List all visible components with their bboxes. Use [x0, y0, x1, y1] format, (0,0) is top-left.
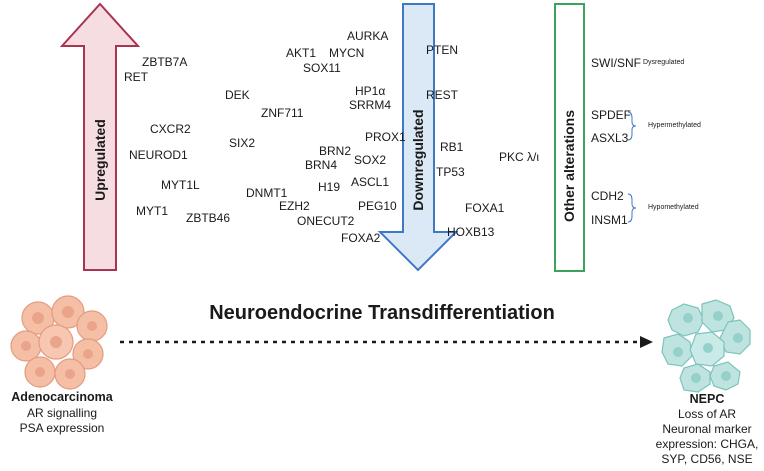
hypermethylated-bracket — [627, 111, 637, 141]
gene-spdef: SPDEF — [591, 108, 632, 122]
gene-brn2: BRN2 — [319, 144, 352, 158]
hypomethylated-bracket — [627, 193, 637, 223]
gene-dek: DEK — [225, 88, 250, 102]
gene-cdh2: CDH2 — [591, 189, 624, 203]
gene-zbtb7a: ZBTB7A — [142, 55, 188, 69]
gene-prox1: PROX1 — [365, 130, 406, 144]
downregulated-label: Downregulated — [410, 109, 426, 211]
gene-insm1: INSM1 — [591, 213, 628, 227]
upregulated-label: Upregulated — [92, 119, 108, 201]
other-alterations-box — [554, 3, 585, 272]
other-alterations-label: Other alterations — [561, 109, 577, 223]
gene-myt1: MYT1 — [136, 204, 169, 218]
gene-zbtb46: ZBTB46 — [186, 211, 231, 225]
gene-neurod1: NEUROD1 — [129, 148, 188, 162]
gene-six2: SIX2 — [229, 136, 256, 150]
adenocarcinoma-line-2: PSA expression — [19, 421, 105, 435]
gene-h19: H19 — [318, 180, 341, 194]
gene-srrm4: SRRM4 — [349, 98, 392, 112]
gene-pkc: PKC λ/ι — [499, 150, 540, 164]
adenocarcinoma-title: Adenocarcinoma — [11, 390, 113, 404]
gene-asxl3: ASXL3 — [591, 131, 629, 145]
gene-ascl1: ASCL1 — [351, 175, 390, 189]
gene-aurka: AURKA — [347, 29, 389, 43]
gene-foxa1: FOXA1 — [465, 201, 505, 215]
gene-rb1: RB1 — [440, 140, 464, 154]
adenocarcinoma-cells-icon — [10, 295, 108, 390]
gene-tp53: TP53 — [436, 165, 465, 179]
gene-foxa2: FOXA2 — [341, 231, 381, 245]
process-title: Neuroendocrine Transdifferentiation — [209, 302, 555, 324]
gene-rest: REST — [426, 88, 459, 102]
transition-arrow-head — [640, 336, 653, 348]
gene-myt1l: MYT1L — [161, 178, 200, 192]
nepc-line-2: Neuronal marker — [662, 422, 752, 436]
gene-onecut2: ONECUT2 — [297, 214, 355, 228]
gene-peg10: PEG10 — [358, 199, 397, 213]
gene-znf711: ZNF711 — [261, 106, 304, 120]
gene-pten: PTEN — [426, 43, 459, 57]
gene-hoxb13: HOXB13 — [447, 225, 495, 239]
hypomethylated-label: Hypomethylated — [648, 204, 699, 211]
downregulated-arrow — [377, 3, 459, 272]
nepc-title: NEPC — [689, 392, 725, 406]
gene-hp1a: HP1α — [355, 84, 386, 98]
adenocarcinoma-line-1: AR signalling — [26, 406, 98, 420]
gene-akt1: AKT1 — [286, 46, 317, 60]
nepc-line-3: expression: CHGA, — [655, 437, 759, 451]
nepc-line-1: Loss of AR — [677, 407, 737, 421]
gene-sox11: SOX11 — [303, 61, 341, 75]
gene-mycn: MYCN — [329, 46, 365, 60]
gene-swi-snf: SWI/SNF — [591, 56, 641, 70]
dysregulated-label: Dysregulated — [643, 59, 685, 66]
gene-cxcr2: CXCR2 — [150, 122, 191, 136]
gene-ret: RET — [124, 70, 148, 84]
gene-brn4: BRN4 — [305, 158, 338, 172]
hypermethylated-label: Hypermethylated — [648, 122, 701, 129]
gene-ezh2: EZH2 — [279, 199, 310, 213]
nepc-cells-icon — [661, 299, 751, 393]
nepc-line-4: SYP, CD56, NSE — [661, 452, 753, 466]
upregulated-arrow — [59, 2, 141, 271]
gene-dnmt1: DNMT1 — [246, 186, 288, 200]
gene-sox2: SOX2 — [354, 153, 387, 167]
